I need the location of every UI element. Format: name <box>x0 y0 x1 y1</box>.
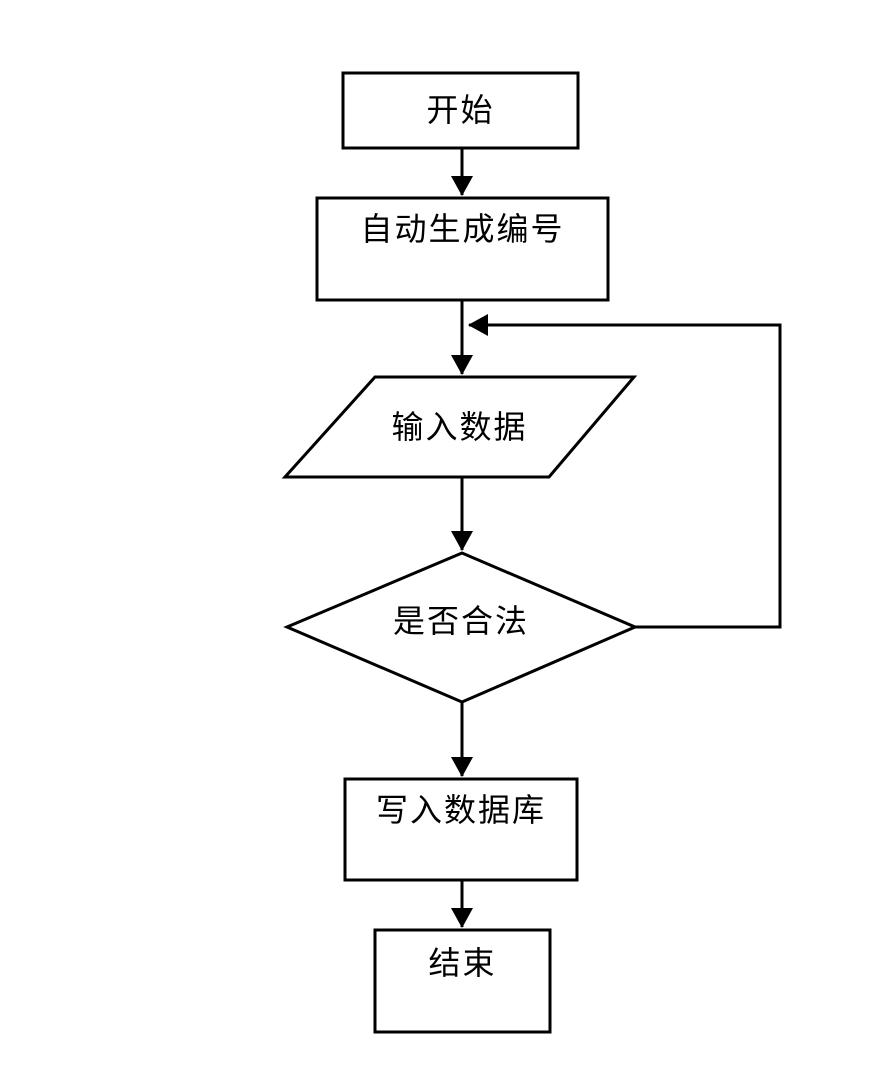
start-node-shape <box>341 71 580 150</box>
edge-validate-loopback <box>468 314 782 629</box>
auto-number-node-shape <box>315 196 610 302</box>
validate-node-shape <box>283 551 639 704</box>
write-db-node-shape <box>343 777 579 882</box>
input-data-node-shape <box>281 375 638 479</box>
end-node-shape <box>373 928 552 1034</box>
